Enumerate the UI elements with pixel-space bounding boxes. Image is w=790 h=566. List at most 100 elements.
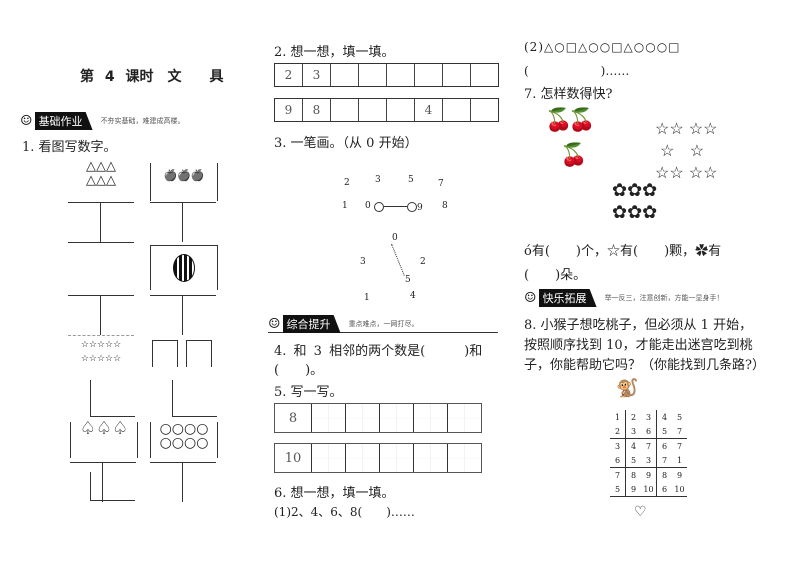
maze-cell[interactable]: 5 [610, 482, 626, 497]
maze-cell[interactable]: 8 [630, 470, 637, 480]
cell: 9 [275, 99, 303, 121]
maze-cell[interactable]: 1 [672, 453, 687, 468]
question-4: 4. 和 3 相邻的两个数是( )和 [274, 344, 483, 359]
dot-label: 7 [438, 179, 444, 189]
writing-frame[interactable] [68, 295, 134, 336]
cell: 8 [275, 404, 312, 432]
stars-group: ☆☆ ☆☆ ☆ ☆ ☆☆ ☆☆ [655, 119, 718, 182]
maze-cell[interactable]: 10 [672, 482, 687, 497]
cell[interactable] [346, 444, 380, 472]
writing-frame[interactable] [70, 462, 136, 502]
cell[interactable] [448, 444, 481, 472]
writing-frame[interactable] [186, 340, 212, 367]
maze-cell[interactable]: 2 [610, 424, 626, 439]
writing-row-10: 10 [274, 443, 482, 473]
star-icon: ☆ [606, 244, 620, 259]
maze-cell[interactable]: 9 [676, 470, 683, 480]
cell[interactable] [448, 404, 481, 432]
apples-picture: 🍎🍎🍎 [150, 163, 218, 201]
maze-cell[interactable]: 3 [610, 438, 626, 453]
maze-cell[interactable]: 7 [676, 441, 683, 451]
triangles: △△△ △△△ [86, 159, 116, 188]
writing-frame[interactable] [182, 472, 183, 500]
maze-cell[interactable]: 1 [610, 410, 626, 424]
cell[interactable] [331, 99, 359, 121]
maze-cell[interactable]: 8 [661, 470, 668, 480]
cell[interactable] [359, 99, 387, 121]
cell[interactable] [346, 404, 380, 432]
section-label: 快乐拓展 [538, 289, 597, 307]
apples: 🍎🍎🍎 [163, 169, 205, 182]
dot-label: 1 [364, 293, 370, 303]
maze-cell[interactable]: 5 [676, 412, 683, 422]
cell[interactable] [380, 444, 414, 472]
flowers-group: ✿✿✿ ✿✿✿ [612, 180, 658, 223]
cell[interactable] [414, 444, 448, 472]
cell[interactable] [414, 404, 448, 432]
writing-frame[interactable] [152, 340, 178, 367]
cell[interactable] [387, 99, 415, 121]
question-6-part1: (1)2、4、6、8( )…… [274, 505, 415, 519]
question-6-part2: (2)△○□△○○□△○○○□ [524, 40, 681, 54]
cell[interactable] [387, 64, 415, 86]
cell: 2 [275, 64, 303, 86]
writing-frame[interactable] [90, 472, 135, 501]
section-banner-basic: ☺ 基础作业 不夯实基础，难建成高楼。 [20, 112, 255, 130]
question-6-part2-answer: ( )…… [524, 64, 630, 78]
writing-frame[interactable] [172, 380, 217, 417]
cell[interactable] [415, 64, 443, 86]
writing-frame[interactable] [90, 380, 135, 417]
maze-cell[interactable]: 6 [661, 441, 668, 451]
maze-cell[interactable]: 5 [656, 424, 672, 439]
dot-label: 9 [417, 203, 423, 213]
maze-cell[interactable]: 2 [630, 412, 637, 422]
dot-label: 0 [392, 233, 398, 243]
maze-cell[interactable]: 4 [630, 441, 637, 451]
maze-cell[interactable]: 7 [656, 453, 672, 468]
cell[interactable] [331, 64, 359, 86]
maze-cell[interactable]: 6 [656, 482, 672, 497]
cell[interactable] [471, 64, 498, 86]
cell[interactable] [443, 64, 471, 86]
maze-cell[interactable]: 9 [641, 467, 657, 482]
maze-cell[interactable]: 7 [641, 438, 657, 453]
writing-frame[interactable] [68, 202, 134, 242]
maze-cell[interactable]: 4 [661, 412, 668, 422]
writing-frame[interactable] [150, 202, 216, 242]
watermelon-picture [150, 245, 218, 290]
dot-label: 3 [375, 175, 381, 185]
question-7-answer: ó有( )个，☆有( )颗，✿有 [524, 240, 721, 259]
maze-cell[interactable]: 10 [641, 482, 657, 497]
maze-cell[interactable]: 3 [641, 453, 657, 468]
cell[interactable] [380, 404, 414, 432]
writing-row-8: 8 [274, 403, 482, 433]
maze-cell[interactable]: 3 [641, 410, 657, 424]
writing-frame[interactable] [150, 462, 216, 502]
maze-cell[interactable]: 7 [672, 424, 687, 439]
cell[interactable] [359, 64, 387, 86]
watermelon-icon [173, 254, 195, 282]
cell[interactable] [312, 404, 346, 432]
cell[interactable] [312, 444, 346, 472]
cherry-icon: ó [524, 244, 532, 259]
dot-label: 8 [442, 201, 448, 211]
writing-frame[interactable] [150, 295, 216, 335]
maze-cell[interactable]: 6 [641, 424, 657, 439]
cell: 8 [303, 99, 331, 121]
section-subtitle: 重点难点，一网打尽。 [348, 320, 419, 328]
cell[interactable] [443, 99, 471, 121]
dot-label: 5 [408, 175, 414, 185]
cell[interactable] [471, 99, 498, 121]
question-3: 3. 一笔画。（从 0 开始） [274, 136, 418, 151]
maze-cell[interactable]: 5 [625, 453, 641, 468]
maze-cell[interactable]: 7 [610, 467, 626, 482]
maze-cell[interactable]: 6 [610, 453, 626, 468]
question-4-cont: ( )。 [274, 363, 324, 378]
maze-cell[interactable]: 9 [625, 482, 641, 497]
maze-cell[interactable]: 3 [625, 424, 641, 439]
